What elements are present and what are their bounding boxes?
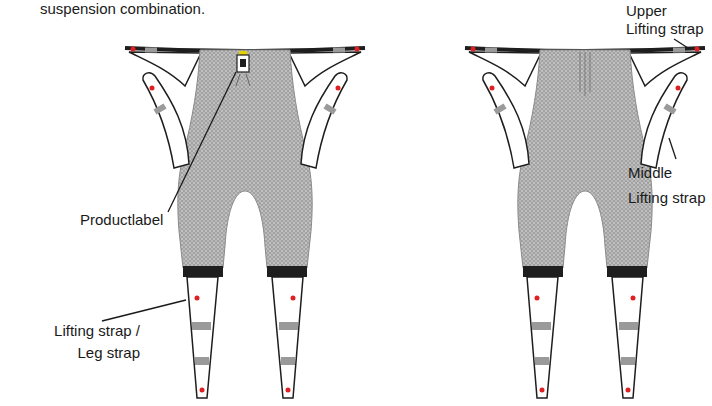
- part-label: Upper Lifting strap: [626, 2, 706, 38]
- part-label: Lifting strap / Leg strap: [36, 320, 140, 364]
- part-label: suspension combination.: [40, 0, 240, 18]
- part-label: Productlabel: [80, 211, 180, 229]
- part-label: Middle Lifting strap: [628, 160, 708, 210]
- sling-back: [465, 47, 705, 399]
- stitch-lines: [580, 52, 590, 96]
- product-tag: [236, 51, 250, 86]
- leader-lines: [102, 39, 688, 321]
